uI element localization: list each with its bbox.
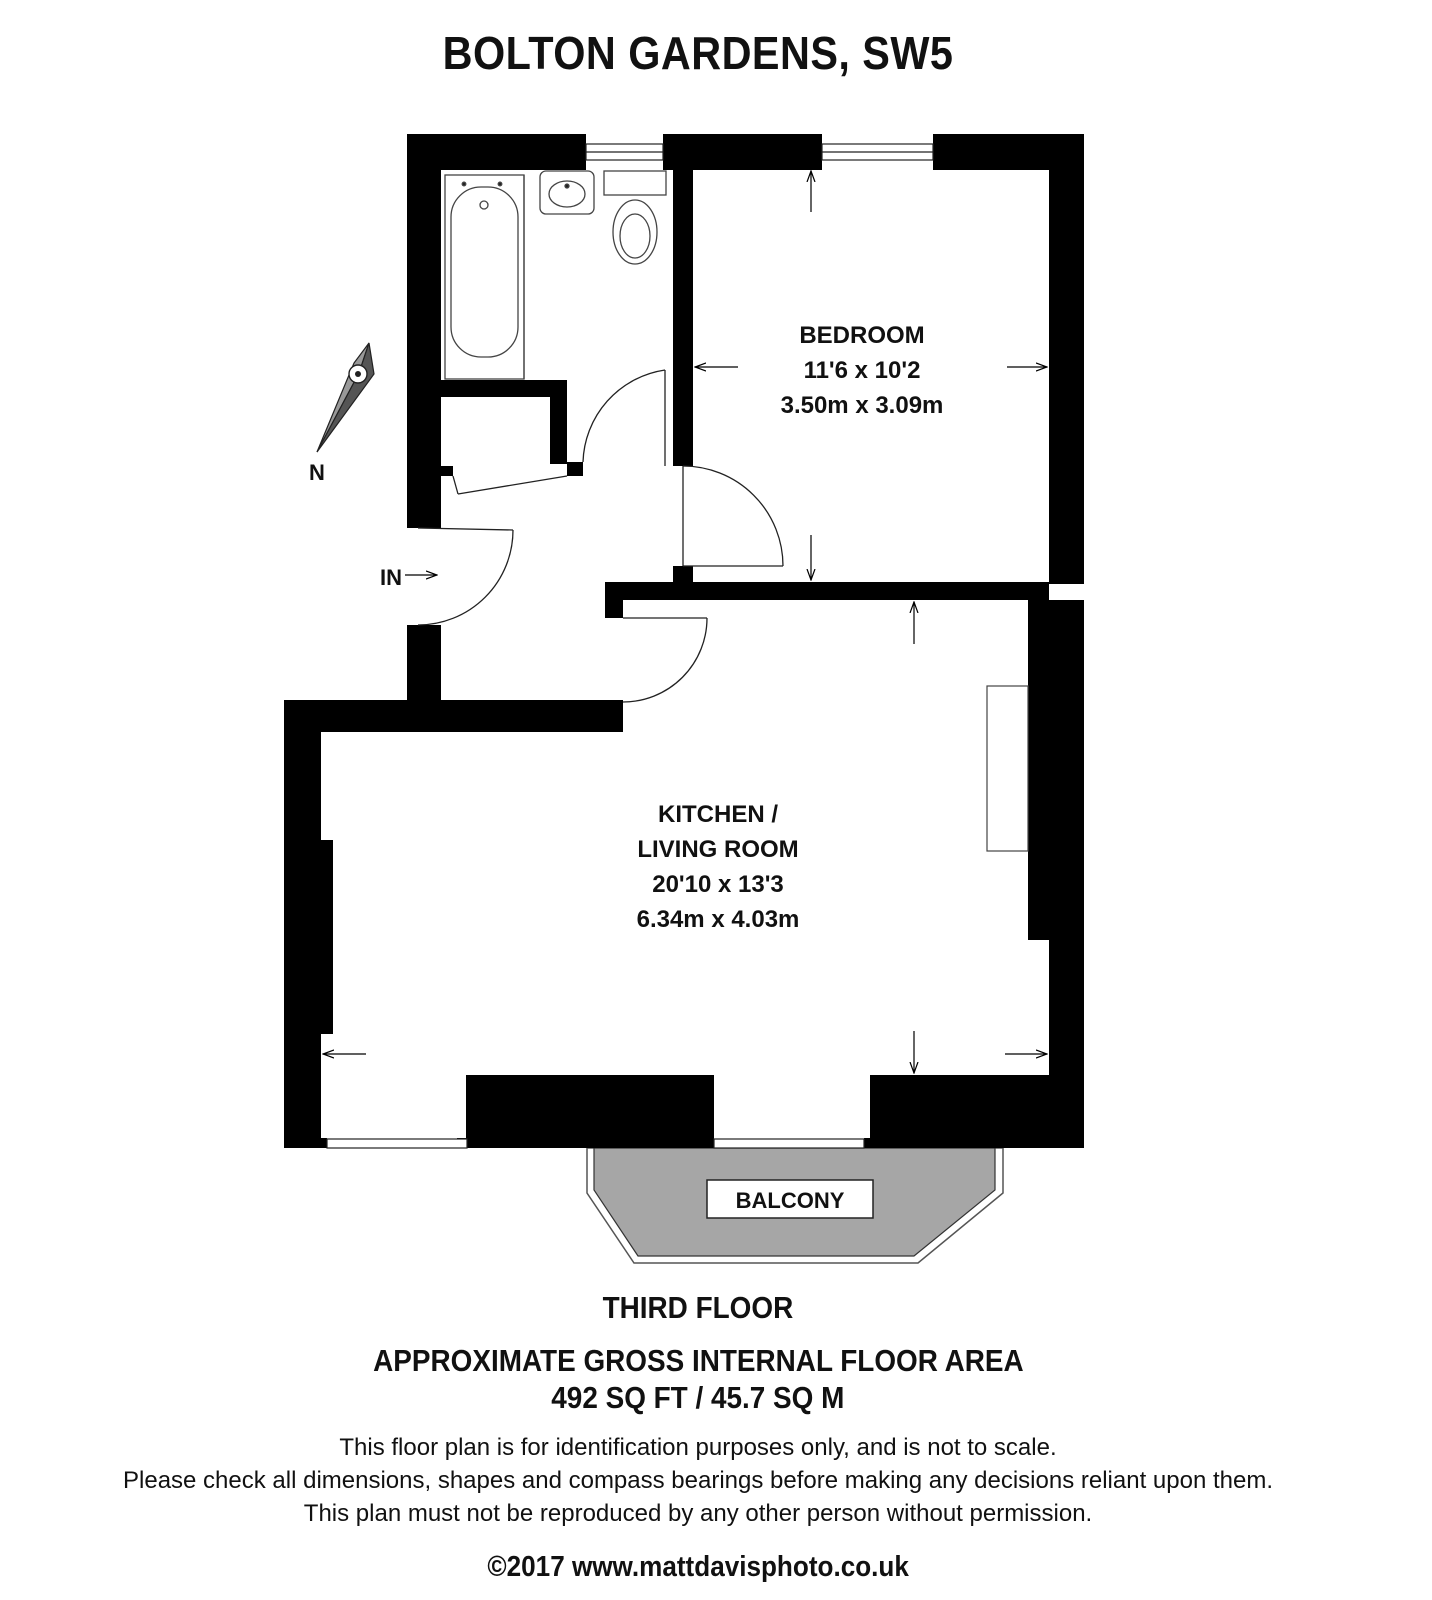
area-title: APPROXIMATE GROSS INTERNAL FLOOR AREA xyxy=(372,1343,1024,1378)
copyright: ©2017 www.mattdavisphoto.co.uk xyxy=(487,1551,909,1583)
floor-plan: BALCONY xyxy=(284,134,1084,1264)
bedroom-size-metric: 3.50m x 3.09m xyxy=(781,392,944,419)
compass-north-label: N xyxy=(309,460,325,485)
living-room-door xyxy=(622,617,708,703)
kitchen-size-metric: 6.34m x 4.03m xyxy=(637,906,800,933)
windows xyxy=(326,143,934,1149)
bedroom-label: BEDROOM 11'6 x 10'2 3.50m x 3.09m xyxy=(781,322,944,419)
toilet-icon xyxy=(603,170,667,265)
compass-icon xyxy=(316,342,375,453)
disclaimer-line: This floor plan is for identification pu… xyxy=(339,1434,1057,1461)
disclaimer-line: This plan must not be reproduced by any … xyxy=(303,1500,1093,1527)
bedroom-name: BEDROOM xyxy=(799,322,924,349)
dimension-arrows xyxy=(323,171,1047,1073)
bathroom-door xyxy=(582,369,666,466)
entrance-door xyxy=(417,527,514,626)
balcony-label: BALCONY xyxy=(736,1188,845,1213)
balcony: BALCONY xyxy=(586,1147,1004,1264)
washbasin-icon xyxy=(539,170,595,215)
walls xyxy=(284,134,1084,1148)
bedroom-door xyxy=(682,465,784,567)
kitchen-name-line1: KITCHEN / xyxy=(658,801,778,828)
area-value: 492 SQ FT / 45.7 SQ M xyxy=(551,1380,845,1415)
kitchen-label: KITCHEN / LIVING ROOM 20'10 x 13'3 6.34m… xyxy=(637,801,800,933)
kitchen-size-imperial: 20'10 x 13'3 xyxy=(652,871,784,898)
balcony-label-box xyxy=(706,1179,874,1219)
bath-icon xyxy=(444,174,525,380)
disclaimer-line: Please check all dimensions, shapes and … xyxy=(123,1467,1273,1494)
fitted-unit xyxy=(986,685,1029,852)
floor-name: THIRD FLOOR xyxy=(602,1290,794,1325)
plan-title: BOLTON GARDENS, SW5 xyxy=(442,27,954,79)
kitchen-name-line2: LIVING ROOM xyxy=(637,836,798,863)
bedroom-size-imperial: 11'6 x 10'2 xyxy=(804,357,921,384)
doors xyxy=(417,369,784,703)
cupboard-door xyxy=(452,475,568,495)
entrance-label: IN xyxy=(380,565,402,590)
